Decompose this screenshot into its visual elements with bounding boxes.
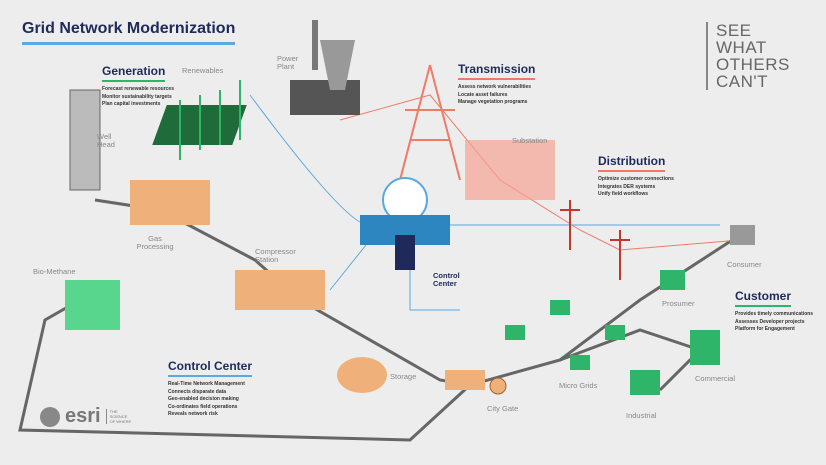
label-consumer: Consumer — [727, 260, 762, 269]
control-center-section: Control Center Real-Time Network Managem… — [168, 357, 252, 419]
compressor-station — [235, 270, 325, 310]
control-center-item: Reveals network risk — [168, 411, 218, 418]
control-center-hub — [360, 177, 450, 270]
generation-item: Plan capital investments — [102, 101, 161, 108]
distribution-item: Optimize customer connections — [598, 176, 674, 182]
label-renewables: Renewables — [182, 66, 224, 75]
consumer-house — [730, 225, 755, 245]
well-head — [69, 89, 101, 191]
control-center-item: Geo-enabled decision making — [168, 396, 239, 403]
label-bio-methane: Bio-Methane — [33, 267, 76, 276]
generation-item: Forecast renewable resources — [102, 86, 174, 92]
customer-item: Provides timely communications — [735, 311, 814, 317]
slogan: SEE WHAT OTHERS CAN'T — [706, 22, 790, 90]
generation-item: Monitor sustainability targets — [102, 93, 172, 100]
transmission-tower — [399, 64, 461, 181]
distribution-heading: Distribution — [598, 154, 666, 172]
label-well-head: Well Head — [97, 132, 115, 149]
transmission-section: Transmission Assess network vulnerabilit… — [458, 60, 536, 107]
page-title: Grid Network Modernization — [22, 20, 236, 45]
control-center-item: Co-ordinates field operations — [168, 403, 238, 410]
distribution-item: Integrates DER systems — [598, 183, 656, 190]
control-center-item: Real-Time Network Management — [168, 381, 245, 387]
generation-heading: Generation — [102, 64, 166, 82]
label-micro-grids: Micro Grids — [559, 381, 598, 390]
logo-tagline: THE SCIENCE OF WHERE — [105, 409, 132, 424]
slogan-line: SEE — [716, 21, 752, 40]
transmission-item: Locate asset failures — [458, 91, 508, 98]
power-lines — [339, 94, 741, 251]
substation — [465, 140, 555, 200]
slogan-line: CAN'T — [716, 72, 769, 91]
transmission-item: Manage vegetation programs — [458, 99, 528, 106]
renewables — [152, 80, 247, 160]
control-center-item: Connects disparate data — [168, 388, 227, 395]
storage-tank — [337, 357, 387, 393]
label-substation: Substation — [512, 136, 548, 145]
esri-logo: esri THE SCIENCE OF WHERE — [40, 405, 132, 428]
label-power-plant: Power Plant — [277, 54, 299, 71]
gas-processing — [130, 180, 210, 225]
transmission-item: Assess network vulnerabilities — [458, 84, 532, 90]
customer-heading: Customer — [735, 289, 792, 307]
power-plant — [290, 20, 360, 115]
globe-icon — [40, 406, 60, 427]
label-storage: Storage — [390, 372, 417, 381]
distribution-poles — [560, 200, 630, 280]
transmission-heading: Transmission — [458, 62, 536, 80]
label-industrial: Industrial — [626, 411, 657, 420]
customer-item: Assesses Developer projects — [735, 318, 805, 325]
label-control-center: Control Center — [433, 271, 460, 288]
customer-item: Platform for Engagement — [735, 326, 795, 333]
control-center-heading: Control Center — [168, 359, 252, 377]
bio-methane — [65, 280, 120, 330]
slogan-line: OTHERS — [716, 55, 790, 74]
city-gate — [445, 370, 507, 395]
label-prosumer: Prosumer — [662, 299, 695, 308]
logo-wordmark: esri — [65, 405, 101, 427]
distribution-item: Unify field workflows — [598, 191, 649, 198]
label-gas-processing: Gas Processing — [136, 234, 174, 251]
distribution-section: Distribution Optimize customer connectio… — [598, 152, 674, 199]
label-compressor-station: Compressor Station — [255, 247, 296, 264]
label-city-gate: City Gate — [487, 404, 519, 413]
micro-grid-houses — [505, 270, 720, 395]
label-commercial: Commercial — [695, 374, 736, 383]
slogan-line: WHAT — [716, 38, 767, 57]
